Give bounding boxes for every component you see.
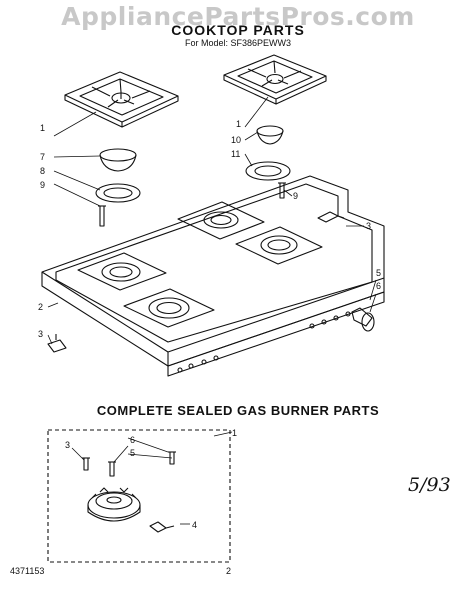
left-burner-ring bbox=[95, 183, 141, 203]
left-grate bbox=[64, 71, 179, 128]
callout-3-right: 3 bbox=[366, 221, 371, 231]
leader-lines bbox=[47, 96, 377, 345]
right-burner-ring bbox=[245, 161, 291, 181]
callout-9-left: 9 bbox=[40, 180, 45, 190]
cooktop-surface bbox=[41, 175, 385, 377]
page-number: 2 bbox=[226, 566, 232, 576]
callout-10: 10 bbox=[231, 135, 241, 145]
model-subtitle: For Model: SF386PEWW3 bbox=[184, 38, 292, 48]
burner-parts-box bbox=[47, 429, 233, 563]
right-grate bbox=[223, 54, 327, 105]
callout-8: 8 bbox=[40, 166, 45, 176]
callout-5-inset: 5 bbox=[130, 448, 135, 458]
right-electrode bbox=[317, 211, 345, 223]
document-number: 4371153 bbox=[10, 566, 45, 576]
callout-4-inset: 4 bbox=[192, 520, 197, 530]
callout-6: 6 bbox=[376, 281, 381, 291]
callout-2: 2 bbox=[38, 302, 43, 312]
callout-1-left-grate: 1 bbox=[40, 123, 45, 133]
callout-3-left: 3 bbox=[38, 329, 43, 339]
callout-11: 11 bbox=[231, 149, 240, 159]
left-screw bbox=[98, 205, 106, 227]
watermark: AppliancePartsPros.com bbox=[61, 2, 415, 31]
callout-3-inset: 3 bbox=[65, 440, 70, 450]
callout-1-right-grate: 1 bbox=[236, 119, 241, 129]
left-electrode bbox=[47, 334, 67, 353]
callout-9-right: 9 bbox=[293, 191, 298, 201]
burner-screws bbox=[82, 451, 176, 533]
diagram-title: COOKTOP PARTS bbox=[171, 22, 305, 38]
callout-6-inset: 6 bbox=[130, 435, 135, 445]
callout-5: 5 bbox=[376, 268, 381, 278]
section-title: COMPLETE SEALED GAS BURNER PARTS bbox=[96, 403, 380, 418]
handwritten-date: 5/93 bbox=[408, 474, 451, 496]
callout-1-inset: 1 bbox=[232, 428, 237, 438]
left-burner-cap bbox=[99, 148, 137, 172]
inset-leader-lines bbox=[71, 437, 190, 525]
right-burner-cap bbox=[256, 125, 284, 145]
sealed-burner-base bbox=[87, 487, 141, 522]
control-knob bbox=[351, 307, 375, 332]
callout-7: 7 bbox=[40, 152, 45, 162]
